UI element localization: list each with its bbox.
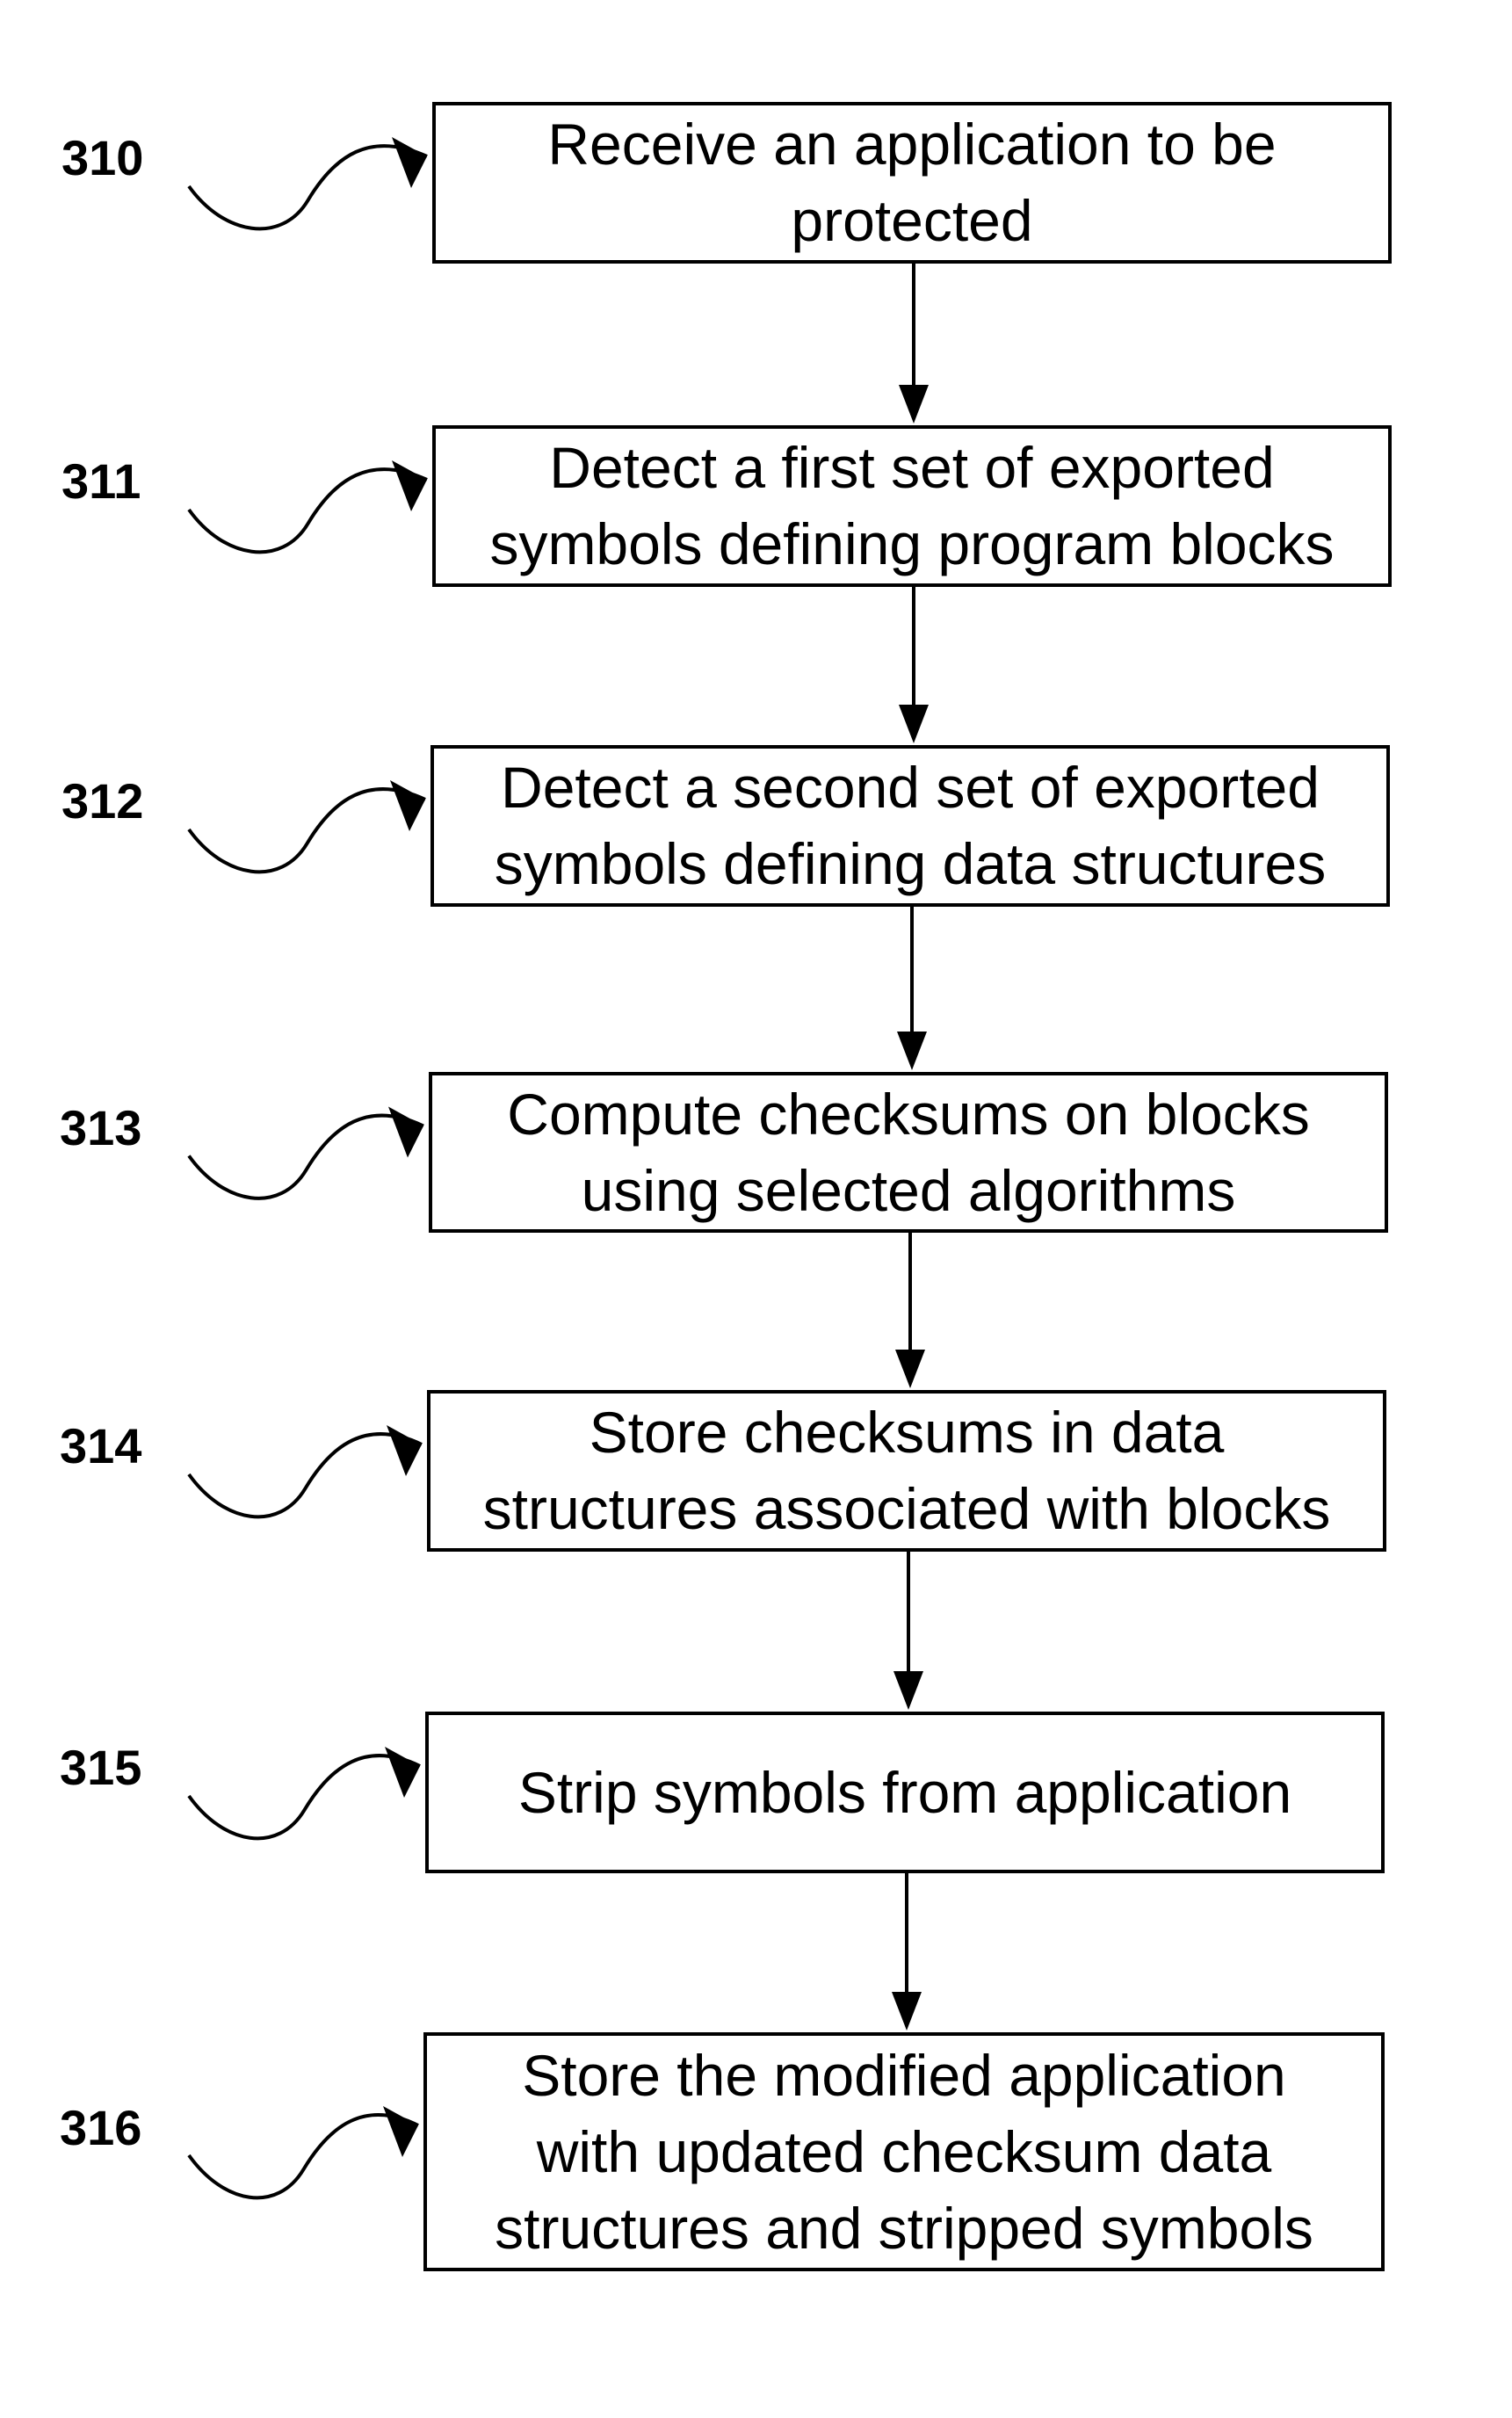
step-text-line: structures and stripped symbols [495, 2190, 1313, 2267]
step-box-316: Store the modified applicationwith updat… [423, 2032, 1385, 2271]
step-box-313: Compute checksums on blocksusing selecte… [429, 1072, 1388, 1233]
flow-arrow-head [895, 1350, 925, 1388]
leader-line-316 [189, 2115, 418, 2197]
step-box-310: Receive an application to beprotected [432, 102, 1392, 264]
step-text-line: Store checksums in data [590, 1394, 1225, 1471]
step-box-312: Detect a second set of exportedsymbols d… [430, 745, 1390, 907]
leader-arrowhead-315 [385, 1747, 420, 1798]
step-text-line: Store the modified application [522, 2038, 1286, 2114]
step-reference-number: 312 [61, 777, 143, 826]
step-box-314: Store checksums in datastructures associ… [427, 1390, 1386, 1552]
leader-line-313 [189, 1116, 423, 1198]
flow-arrow-head [899, 705, 929, 743]
leader-arrowhead-312 [390, 780, 425, 831]
leader-arrowhead-311 [392, 460, 427, 511]
flow-arrow-head [892, 1992, 922, 2031]
flow-arrow-head [899, 385, 929, 424]
step-text-line: symbols defining data structures [495, 826, 1326, 902]
step-text-line: using selected algorithms [582, 1153, 1236, 1229]
step-text-line: Detect a second set of exported [501, 749, 1320, 826]
leader-line-311 [189, 469, 427, 552]
step-text-line: Detect a first set of exported [549, 430, 1274, 506]
leader-arrowhead-314 [387, 1425, 422, 1476]
step-text-line: Strip symbols from application [518, 1755, 1291, 1831]
step-text-line: Compute checksums on blocks [507, 1076, 1309, 1153]
step-reference-number: 313 [60, 1104, 141, 1153]
step-text-line: with updated checksum data [537, 2114, 1272, 2190]
step-text-line: symbols defining program blocks [489, 506, 1334, 583]
step-box-315: Strip symbols from application [425, 1712, 1385, 1873]
step-reference-number: 314 [60, 1422, 141, 1471]
flow-arrow-head [893, 1671, 923, 1710]
step-box-311: Detect a first set of exportedsymbols de… [432, 425, 1392, 587]
leader-line-310 [189, 146, 427, 228]
leader-arrowhead-310 [392, 137, 427, 188]
step-text-line: Receive an application to be [547, 106, 1276, 183]
step-text-line: protected [791, 183, 1032, 259]
flow-arrow-head [897, 1032, 927, 1070]
leader-line-315 [189, 1756, 420, 1838]
step-reference-number: 310 [61, 134, 143, 183]
step-reference-number: 311 [61, 457, 141, 506]
step-reference-number: 316 [60, 2103, 141, 2153]
step-reference-number: 315 [60, 1743, 141, 1792]
leader-arrowhead-313 [388, 1107, 423, 1158]
leader-line-314 [189, 1434, 422, 1517]
leader-line-312 [189, 789, 425, 872]
leader-arrowhead-316 [383, 2106, 418, 2157]
step-text-line: structures associated with blocks [483, 1471, 1331, 1547]
